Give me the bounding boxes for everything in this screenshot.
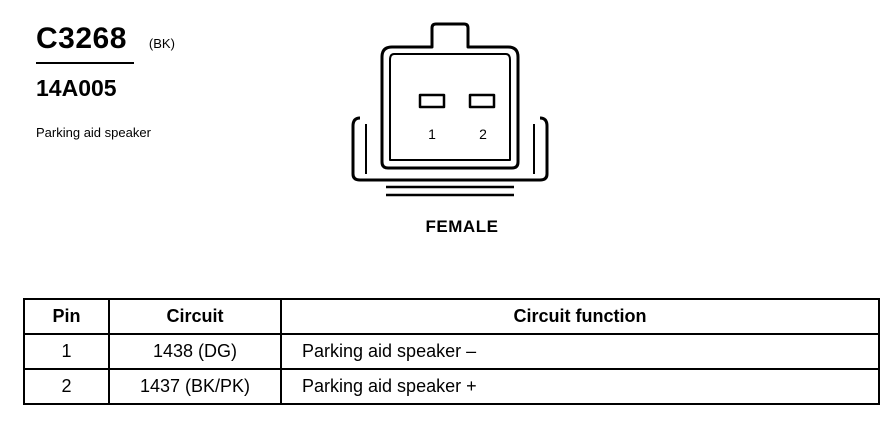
connector-body-inner: [389, 53, 511, 161]
pin-cell: 2: [23, 368, 110, 405]
table-row: 1 1438 (DG) Parking aid speaker –: [23, 333, 880, 370]
header-circuit: Circuit: [108, 298, 282, 335]
connector-id: C3268: [36, 22, 127, 55]
header-divider: [36, 62, 134, 64]
pinout-table: Pin Circuit Circuit function 1 1438 (DG)…: [23, 298, 880, 405]
pin-label-2: 2: [479, 126, 487, 142]
connector-gender-label: FEMALE: [425, 217, 499, 236]
circuit-function-cell: Parking aid speaker –: [280, 333, 880, 370]
circuit-cell: 1437 (BK/PK): [108, 368, 282, 405]
part-number: 14A005: [36, 75, 117, 101]
circuit-cell: 1438 (DG): [108, 333, 282, 370]
connector-header: C3268 (BK): [36, 22, 175, 56]
table-header-row: Pin Circuit Circuit function: [23, 298, 880, 335]
connector-face-diagram: 1 2: [351, 22, 549, 197]
table-row: 2 1437 (BK/PK) Parking aid speaker +: [23, 368, 880, 405]
header-pin: Pin: [23, 298, 110, 335]
header-circuit-function: Circuit function: [280, 298, 880, 335]
pin-cavity-1: [418, 93, 446, 109]
connector-description: Parking aid speaker: [36, 125, 151, 140]
connector-shroud: [351, 116, 549, 182]
circuit-function-cell: Parking aid speaker +: [280, 368, 880, 405]
connector-body: [380, 22, 520, 170]
connector-color-code: (BK): [148, 36, 175, 51]
connector-rail: [386, 185, 514, 197]
connector-shroud-inner: [365, 124, 535, 174]
pin-cell: 1: [23, 333, 110, 370]
pin-label-1: 1: [428, 126, 436, 142]
pin-cavity-2: [468, 93, 496, 109]
